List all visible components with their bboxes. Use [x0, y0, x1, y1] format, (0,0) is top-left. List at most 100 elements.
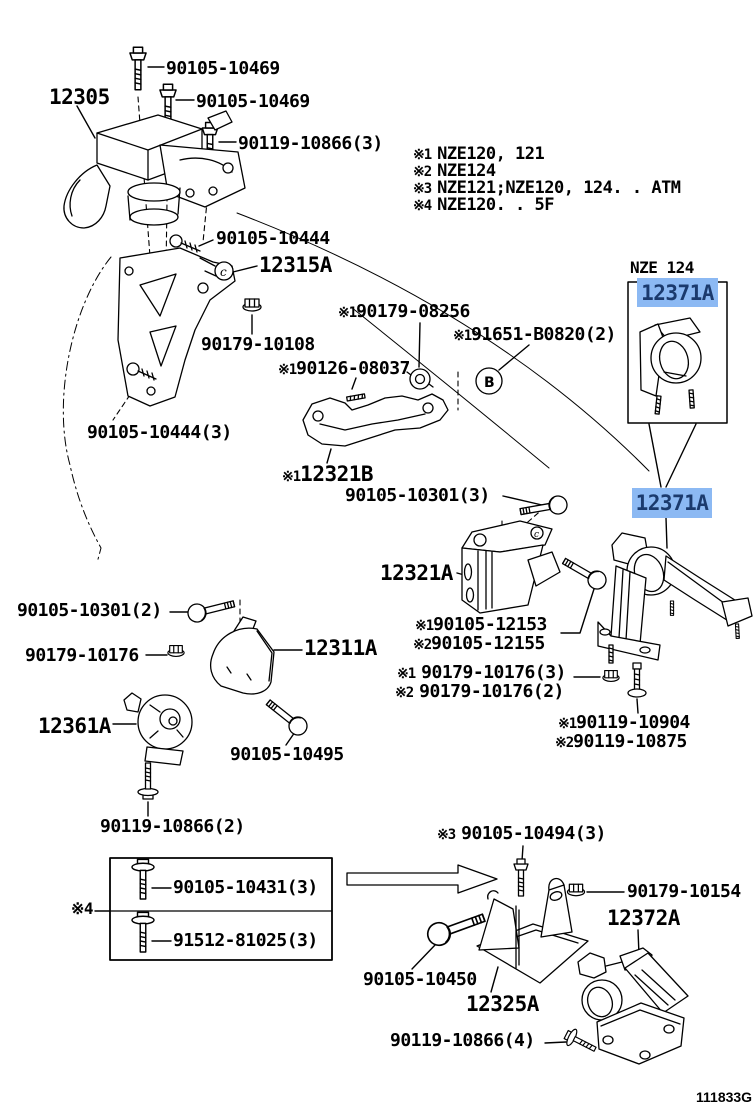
part-label-90179-10154: 90179-10154 — [627, 881, 741, 902]
part-label-90105-10301-3: 90105-10301(3) — [345, 485, 490, 506]
variant-marker: ※1 — [338, 305, 357, 321]
note-2-marker: ※2 — [413, 164, 432, 180]
circled-b-glyph: B — [484, 375, 495, 391]
part-number: 12321B — [300, 462, 374, 486]
variant-marker: ※1 — [278, 362, 297, 378]
part-number: 90105-10494(3) — [461, 823, 606, 844]
bracket-12311A-drawing — [210, 616, 275, 695]
part-label-91512-81025-3: 91512-81025(3) — [173, 930, 318, 951]
bolt-icon-10495 — [262, 694, 312, 740]
part-label-90105-12155: ※290105-12155 — [413, 633, 545, 654]
part-label-12311A: 12311A — [304, 636, 377, 660]
bolt-icon-10469a — [129, 46, 147, 91]
variant-marker: ※1 — [282, 469, 301, 485]
mount-12305-drawing — [63, 110, 246, 229]
note-2: ※2 NZE124 — [413, 163, 496, 180]
part-number: 90105-12155 — [431, 633, 545, 654]
circled-c-12315A: c — [220, 265, 227, 279]
part-number: 90119-10875 — [573, 731, 687, 752]
highlighted-part-12371A-main[interactable]: 12371A — [632, 488, 712, 518]
note-4-marker: ※4 — [413, 198, 432, 214]
nut-icon-10154 — [566, 883, 586, 897]
part-label-90179-10108: 90179-10108 — [201, 334, 315, 355]
variant-box-title: NZE 124 — [630, 258, 694, 277]
ghost-reference-lines — [62, 212, 650, 564]
nut-icon-10108 — [242, 298, 262, 312]
bolt-icon-10301-3 — [518, 493, 570, 522]
bolt-icon-81025 — [131, 911, 155, 953]
highlighted-part-12371A-variant[interactable]: 12371A — [637, 278, 718, 307]
part-label-90119-10904: ※190119-10904 — [558, 712, 690, 733]
variant-marker: ※1 — [453, 328, 472, 344]
part-label-90105-10469-top: 90105-10469 — [166, 58, 280, 79]
part-label-90105-10494-3: ※3 90105-10494(3) — [437, 823, 606, 844]
note-1-marker: ※1 — [413, 147, 432, 163]
mount-12361A-drawing — [123, 692, 193, 766]
part-label-90105-10450: 90105-10450 — [363, 969, 477, 990]
circled-c-12321A: c — [534, 530, 539, 540]
note-3-text: NZE121;NZE120, 124. . ATM — [437, 178, 681, 198]
part-number: 90126-08037 — [296, 358, 410, 379]
part-number: 90179-10176(2) — [419, 681, 564, 702]
part-label-90119-10866-2: 90119-10866(2) — [100, 816, 245, 837]
part-number: 90105-12153 — [433, 614, 547, 635]
variant-marker: ※1 — [397, 666, 416, 682]
fastener-box — [109, 857, 333, 961]
part-label-12321A: 12321A — [380, 561, 453, 585]
part-number: 90179-08256 — [356, 301, 470, 322]
grommet-icon-08256 — [406, 368, 434, 390]
part-label-90105-12153: ※190105-12153 — [415, 614, 547, 635]
variant-marker: ※1 — [558, 716, 577, 732]
stud-icon-mount-center — [669, 600, 675, 616]
part-label-90105-10495: 90105-10495 — [230, 744, 344, 765]
nut-icon-10176 — [167, 645, 185, 657]
part-label-90105-10301-2: 90105-10301(2) — [17, 600, 162, 621]
arrow-right-icon — [346, 864, 498, 894]
note-3: ※3 NZE121;NZE120, 124. . ATM — [413, 180, 681, 197]
variant-marker: ※1 — [415, 618, 434, 634]
part-number: 91651-B0820(2) — [471, 324, 616, 345]
note-4: ※4 NZE120. . 5F — [413, 197, 554, 214]
bolt-icon-10301-2 — [185, 594, 237, 625]
bracket-12315A-drawing — [117, 247, 236, 407]
note-3-marker: ※3 — [413, 181, 432, 197]
part-label-12361A: 12361A — [38, 714, 111, 738]
part-label-90119-10875: ※290119-10875 — [555, 731, 687, 752]
stud-icon-mount-right — [734, 623, 740, 639]
part-label-90179-10176-2: ※2 90179-10176(2) — [395, 681, 564, 702]
bolt-icon-10494 — [513, 858, 529, 897]
mount-12371A-drawing — [597, 532, 753, 661]
variant-marker: ※2 — [413, 637, 432, 653]
stud-icon-08037 — [346, 393, 366, 402]
bolt-icon-10444 — [169, 234, 201, 253]
note-1: ※1 NZE120, 121 — [413, 144, 545, 164]
part-number: 90119-10904 — [576, 712, 690, 733]
variant-marker: ※2 — [555, 735, 574, 751]
mount-12371A-variant-drawing — [639, 317, 702, 397]
bolt-icon-10866-4 — [561, 1025, 600, 1058]
stud-icon-variant-b — [688, 389, 695, 409]
note-4-text: NZE120. . 5F — [437, 195, 554, 215]
diagram-code: 111833G — [696, 1089, 753, 1105]
bracket-12325A-drawing — [476, 877, 589, 984]
note-2-text: NZE124 — [437, 161, 496, 181]
part-label-12325A: 12325A — [466, 992, 539, 1016]
nut-icon-10176-pair — [602, 670, 620, 682]
part-label-12372A: 12372A — [607, 906, 680, 930]
note-1-text: NZE120, 121 — [437, 144, 545, 164]
part-number: 90179-10176(3) — [421, 662, 566, 683]
variant-marker: ※2 — [395, 685, 414, 701]
mount-12372A-drawing — [577, 947, 689, 1065]
stud-icon-mount-left — [608, 644, 614, 664]
part-label-90105-10444: 90105-10444 — [216, 228, 330, 249]
bolt-icon-12153 — [558, 552, 610, 593]
bracket-12321A-drawing — [461, 520, 561, 614]
variant-marker-4: ※4 — [71, 899, 94, 918]
part-label-90179-10176-3: ※1 90179-10176(3) — [397, 662, 566, 683]
bolt-icon-10904 — [627, 662, 647, 698]
part-label-90179-08256: ※190179-08256 — [338, 301, 470, 322]
bolt-icon-10444-3 — [126, 362, 157, 381]
variant-marker: ※3 — [437, 827, 456, 843]
circled-b-marker — [475, 367, 503, 395]
